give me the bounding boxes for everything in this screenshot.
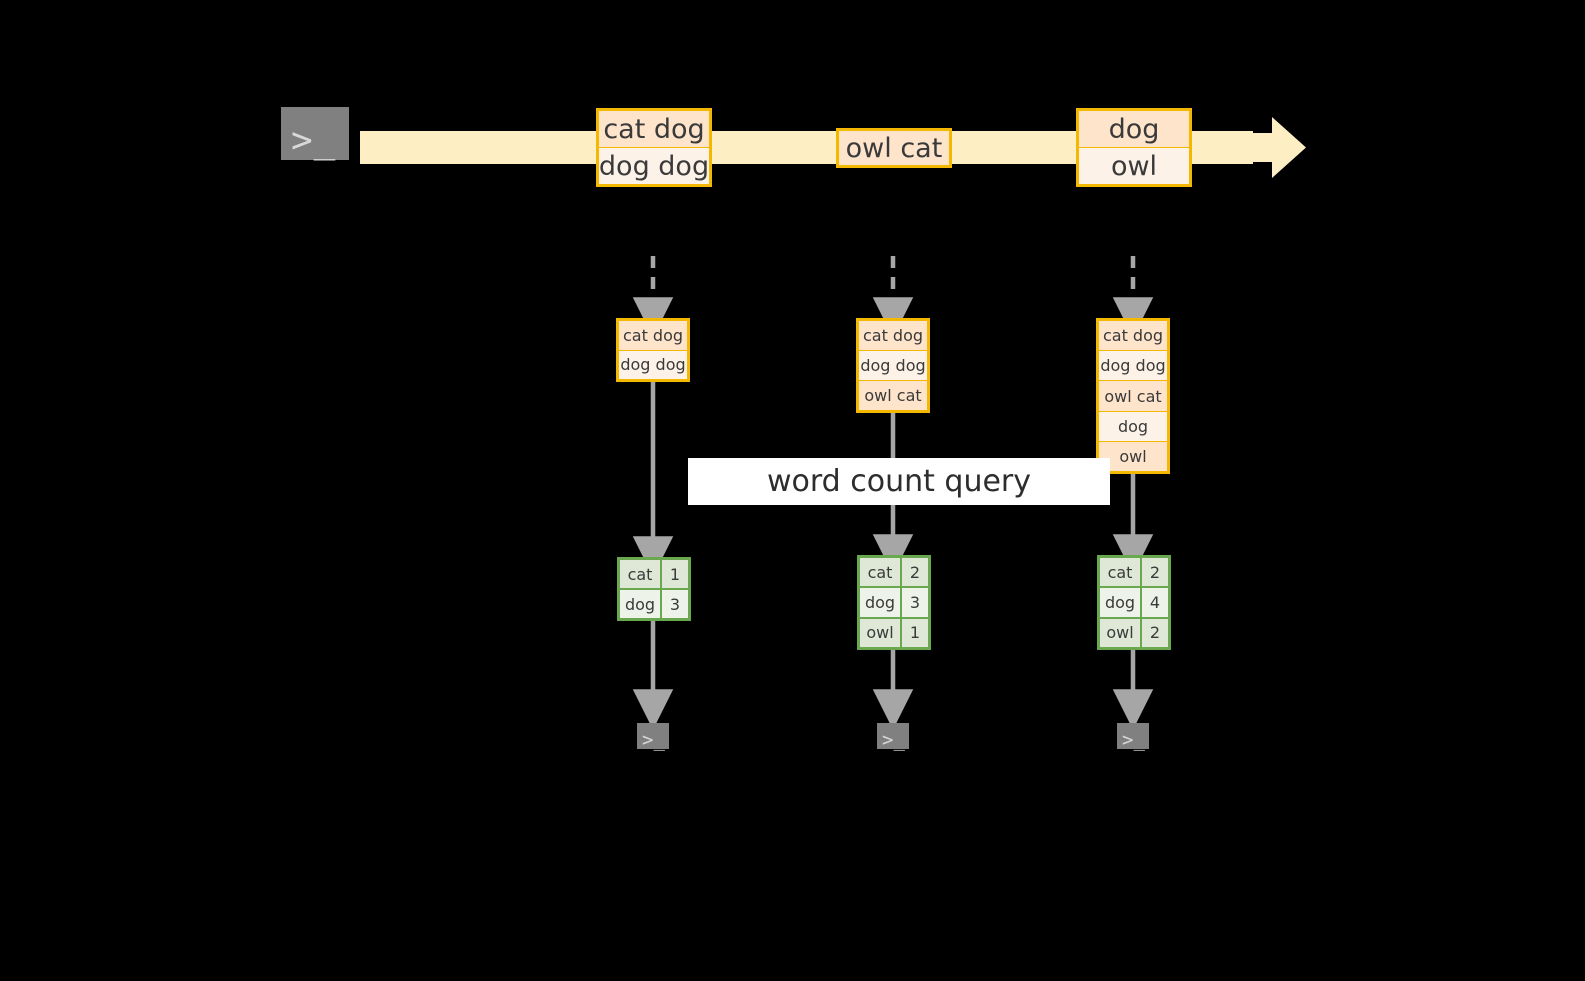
result-table-t3[interactable]: cat 2 dog 4 owl 2 [1097, 555, 1171, 650]
result-word: cat [620, 560, 662, 588]
result-count: 1 [902, 618, 928, 647]
table-row: owl 1 [860, 618, 928, 647]
table-row: cat 2 [860, 558, 928, 589]
accumulated-line: dog dog [1099, 351, 1167, 382]
prompt-icon: >_ [882, 729, 905, 751]
result-word: cat [1100, 558, 1142, 587]
result-count: 4 [1142, 588, 1168, 617]
table-row: dog 3 [860, 588, 928, 619]
table-row: owl 2 [1100, 618, 1168, 647]
table-row: dog 4 [1100, 588, 1168, 619]
accumulated-line: owl [1099, 441, 1167, 472]
result-count: 2 [902, 558, 928, 587]
result-count: 2 [1142, 558, 1168, 587]
record-line: owl cat [839, 131, 949, 165]
result-count: 3 [902, 588, 928, 617]
accumulated-line: cat dog [1099, 321, 1167, 352]
result-word: owl [1100, 618, 1142, 647]
terminal-source[interactable]: >_ [270, 96, 360, 171]
result-table-t2[interactable]: cat 2 dog 3 owl 1 [857, 555, 931, 650]
result-word: cat [860, 558, 902, 587]
stream-record-1[interactable]: owl cat [836, 128, 952, 168]
accumulated-line: cat dog [859, 321, 927, 351]
table-row: cat 2 [1100, 558, 1168, 589]
result-word: dog [620, 590, 662, 618]
prompt-icon: >_ [642, 729, 665, 751]
query-banner-label: word count query [766, 464, 1032, 499]
prompt-icon: >_ [291, 120, 337, 161]
terminal-sink-t2[interactable]: >_ [868, 714, 918, 758]
stream-timeline-arrowhead [1228, 117, 1306, 178]
table-row: cat 1 [620, 560, 688, 590]
result-count: 1 [662, 560, 688, 588]
result-count: 3 [662, 590, 688, 618]
result-word: dog [1100, 588, 1142, 617]
query-banner: word count query [688, 458, 1110, 505]
terminal-sink-t3[interactable]: >_ [1108, 714, 1158, 758]
accumulated-line: dog dog [619, 350, 687, 379]
stream-record-0[interactable]: cat dog dog dog [596, 108, 712, 187]
accumulated-line: cat dog [619, 321, 687, 351]
accumulated-line: owl cat [859, 381, 927, 410]
terminal-sink-t1[interactable]: >_ [628, 714, 678, 758]
result-count: 2 [1142, 618, 1168, 647]
accumulated-line: dog [1099, 411, 1167, 442]
accumulated-input-t3[interactable]: cat dog dog dog owl cat dog owl [1096, 318, 1170, 474]
result-table-t1[interactable]: cat 1 dog 3 [617, 557, 691, 621]
record-line: cat dog [599, 111, 709, 148]
record-line: dog dog [599, 148, 709, 184]
table-row: dog 3 [620, 590, 688, 618]
record-line: owl [1079, 148, 1189, 184]
result-word: owl [860, 618, 902, 647]
accumulated-line: dog dog [859, 351, 927, 381]
stream-record-2[interactable]: dog owl [1076, 108, 1192, 187]
record-line: dog [1079, 111, 1189, 148]
accumulated-input-t1[interactable]: cat dog dog dog [616, 318, 690, 382]
accumulated-line: owl cat [1099, 381, 1167, 412]
prompt-icon: >_ [1122, 729, 1145, 751]
accumulated-input-t2[interactable]: cat dog dog dog owl cat [856, 318, 930, 413]
result-word: dog [860, 588, 902, 617]
